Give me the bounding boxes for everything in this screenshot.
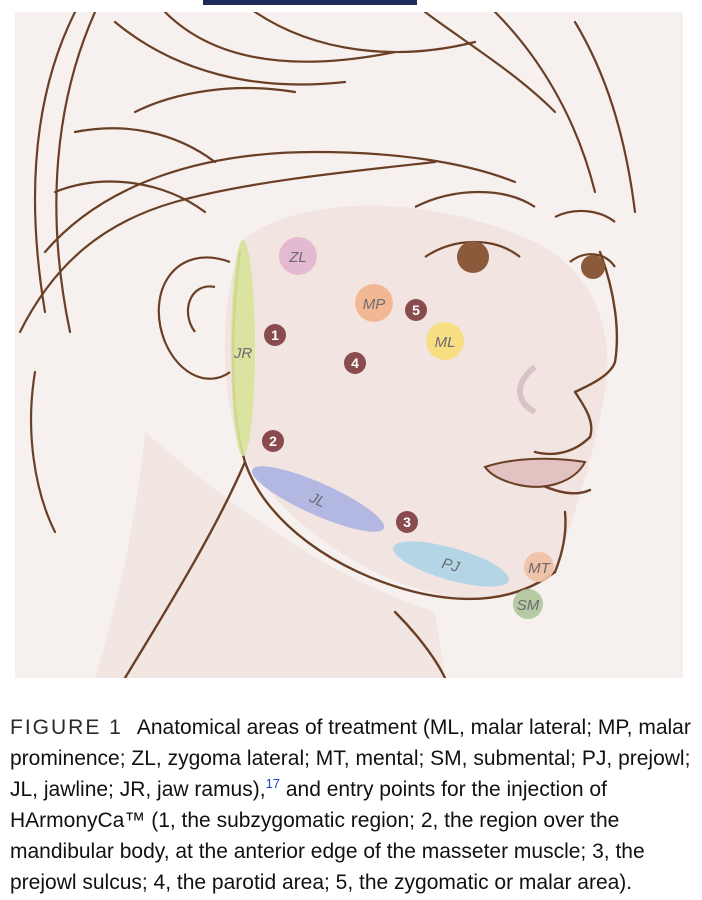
entry-points: 1 2 3 4 5 — [262, 299, 427, 533]
zone-label-ml: ML — [435, 334, 456, 351]
entry-label-5: 5 — [412, 302, 420, 318]
zone-label-zl: ZL — [288, 249, 307, 266]
zone-zl — [279, 237, 317, 275]
zone-label-mp: MP — [363, 296, 386, 313]
zone-mp — [355, 284, 393, 322]
left-iris — [457, 241, 489, 273]
entry-point-3 — [396, 511, 418, 533]
face-illustration: JR ZL MP ML JL PJ MT SM 1 2 3 4 5 — [15, 12, 683, 678]
zone-mt — [524, 552, 554, 582]
zone-label-sm: SM — [517, 597, 540, 614]
entry-point-1 — [264, 324, 286, 346]
entry-label-4: 4 — [351, 355, 359, 371]
zone-label-jr: JR — [233, 345, 253, 362]
caption-text-after: and entry points for the injection of HA… — [10, 778, 645, 894]
zone-jr — [231, 240, 255, 456]
zone-sm — [513, 589, 543, 619]
entry-point-2 — [262, 430, 284, 452]
entry-label-3: 3 — [403, 514, 411, 530]
hair-lines — [18, 12, 637, 534]
zone-label-mt: MT — [528, 560, 551, 577]
citation-link[interactable]: 17 — [265, 776, 281, 791]
entry-label-2: 2 — [269, 433, 277, 449]
entry-point-5 — [405, 299, 427, 321]
figure-label: FIGURE 1 — [10, 716, 123, 739]
caption-text-before: Anatomical areas of treatment (ML, malar… — [10, 716, 691, 801]
zone-jl — [251, 466, 385, 532]
entry-point-4 — [344, 352, 366, 374]
lips — [483, 457, 587, 488]
face-svg: JR ZL MP ML JL PJ MT SM 1 2 3 4 5 — [18, 12, 637, 678]
zone-pj — [393, 541, 509, 587]
header-bar-fragment — [203, 0, 417, 5]
face-outline — [123, 250, 619, 678]
ear — [157, 256, 231, 380]
neck-shading — [95, 432, 445, 678]
zone-label-jl: JL — [306, 489, 328, 511]
entry-label-1: 1 — [271, 327, 279, 343]
nose-shadow — [517, 364, 537, 415]
zone-ml — [426, 322, 464, 360]
right-iris — [581, 255, 605, 279]
zone-label-pj: PJ — [440, 555, 462, 576]
